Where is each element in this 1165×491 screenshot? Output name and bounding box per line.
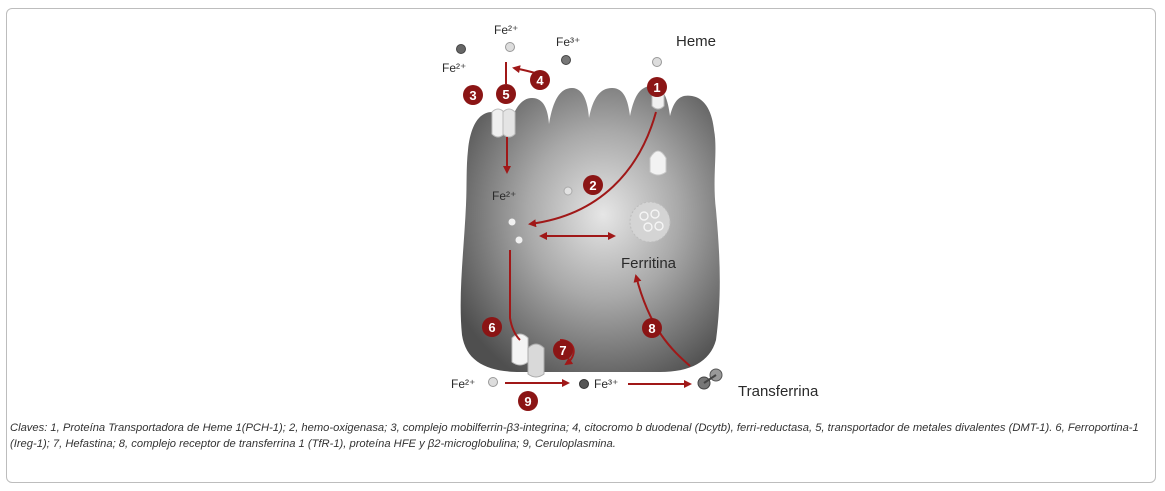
marker-8: 8 [642,318,662,338]
label-fe3-bottom: Fe³⁺ [594,377,618,391]
marker-9: 9 [518,391,538,411]
transporter-5-shape [503,109,515,137]
label-ferritina: Ferritina [621,255,677,272]
figure-caption: Claves: 1, Proteína Transportadora de He… [10,420,1150,452]
marker-4: 4 [530,70,550,90]
svg-text:4: 4 [536,73,544,88]
label-fe2-left: Fe²⁺ [442,61,466,75]
marker-7: 7 [553,340,573,360]
marker-2: 2 [583,175,603,195]
marker-6: 6 [482,317,502,337]
svg-text:3: 3 [469,88,476,103]
svg-text:9: 9 [524,394,531,409]
label-fe2-bottom: Fe²⁺ [451,377,475,391]
enterocyte-iron-diagram: 1 2 3 4 5 6 7 8 9 Fe²⁺ Fe³⁺ Heme Fe²⁺ Fe… [0,0,1165,420]
hephaestin-shape [528,344,544,377]
svg-text:2: 2 [589,178,596,193]
svg-text:6: 6 [488,320,495,335]
label-transferrina: Transferrina [738,383,819,400]
svg-text:7: 7 [559,343,566,358]
label-fe3-top: Fe³⁺ [556,35,580,49]
svg-text:1: 1 [653,80,660,95]
transporter-3-shape [492,109,504,137]
ferritin-sphere [630,202,670,242]
vesicle-shape [650,151,666,175]
marker-1: 1 [647,77,667,97]
label-heme: Heme [676,33,716,50]
transferrin-shape [698,369,722,389]
svg-text:8: 8 [648,321,655,336]
marker-5: 5 [496,84,516,104]
label-fe2-inner: Fe²⁺ [492,189,516,203]
svg-text:5: 5 [502,87,509,102]
marker-3: 3 [463,85,483,105]
label-fe2-top: Fe²⁺ [494,23,518,37]
